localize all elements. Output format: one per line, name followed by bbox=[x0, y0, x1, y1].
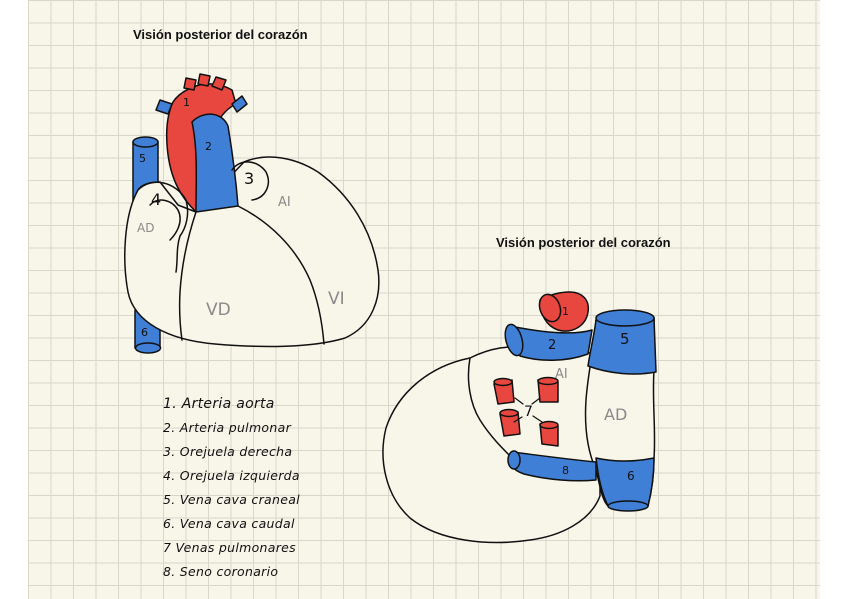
legend-item-pulmonary-veins: 7 Venas pulmonares bbox=[163, 540, 296, 555]
right-coronary-sinus-opening bbox=[507, 450, 521, 470]
left-aorta-branch-1 bbox=[155, 99, 173, 115]
right-region-ad: AD bbox=[604, 405, 627, 424]
legend-item-aorta: 1. Arteria aorta bbox=[163, 396, 275, 412]
legend-item-pulmonary-artery: 2. Arteria pulmonar bbox=[163, 420, 292, 435]
right-pulmonary-artery bbox=[509, 325, 593, 362]
left-region-ai: AI bbox=[278, 195, 291, 210]
pulmonary-vein-3-opening bbox=[499, 408, 519, 418]
left-aorta-branch-2 bbox=[183, 77, 197, 91]
left-aorta-branch-4 bbox=[211, 76, 227, 91]
left-label-3: 3 bbox=[244, 169, 254, 188]
legend-item-coronary-sinus: 8. Seno coronario bbox=[163, 564, 279, 579]
pulmonary-vein-2-opening bbox=[537, 376, 559, 386]
left-auricle-3 bbox=[231, 161, 270, 201]
left-region-vi: VI bbox=[328, 289, 345, 309]
left-caudal-vena-cava-opening bbox=[134, 342, 162, 354]
left-pulmonary-artery bbox=[191, 113, 239, 213]
left-label-2: 2 bbox=[205, 140, 212, 153]
left-septum-1 bbox=[178, 211, 197, 341]
right-label-5: 5 bbox=[620, 330, 630, 348]
right-region-labels: AI AD bbox=[555, 367, 627, 424]
right-pulmonary-artery-opening bbox=[504, 323, 524, 357]
left-auricle-4 bbox=[149, 199, 181, 241]
right-region-ai: AI bbox=[555, 367, 568, 382]
left-cranial-vena-cava-opening bbox=[132, 136, 159, 148]
left-right-atrium bbox=[137, 181, 189, 273]
legend-item-cranial-vena-cava: 5. Vena cava craneal bbox=[163, 492, 300, 507]
left-diagram-title: Visión posterior del corazón bbox=[133, 27, 308, 42]
left-region-vd: VD bbox=[206, 300, 231, 320]
left-septum-2 bbox=[237, 205, 325, 345]
left-label-1: 1 bbox=[183, 96, 190, 109]
right-label-2: 2 bbox=[548, 338, 556, 353]
pulmonary-vein-1-opening bbox=[493, 377, 513, 387]
left-aorta-branch-3 bbox=[197, 73, 211, 87]
right-caudal-vena-cava-opening bbox=[607, 500, 649, 512]
right-ventricle bbox=[382, 357, 601, 544]
pulmonary-vein-rays bbox=[513, 397, 543, 423]
left-heart-diagram bbox=[124, 73, 380, 354]
left-region-labels: AD AI VD VI bbox=[137, 195, 345, 320]
left-diagram-labels: 1 2 3 4 5 6 bbox=[139, 96, 254, 339]
right-aorta-opening bbox=[538, 293, 562, 323]
legend: 1. Arteria aorta 2. Arteria pulmonar 3. … bbox=[163, 392, 300, 584]
legend-item-right-auricle: 3. Orejuela derecha bbox=[163, 444, 293, 459]
right-label-8: 8 bbox=[562, 464, 569, 477]
right-label-6: 6 bbox=[627, 469, 635, 483]
left-label-6: 6 bbox=[141, 326, 148, 339]
right-caudal-vena-cava bbox=[595, 457, 655, 507]
right-label-1: 1 bbox=[562, 305, 569, 318]
right-cranial-vena-cava bbox=[587, 317, 657, 375]
right-label-7: 7 bbox=[524, 404, 533, 420]
legend-item-caudal-vena-cava: 6. Vena cava caudal bbox=[163, 516, 295, 531]
left-heart-body bbox=[124, 156, 380, 348]
right-diagram-title: Visión posterior del corazón bbox=[496, 235, 671, 250]
pulmonary-vein-4-opening bbox=[539, 420, 559, 430]
right-cranial-vena-cava-opening bbox=[595, 309, 655, 327]
left-label-4: 4 bbox=[151, 190, 161, 209]
legend-item-left-auricle: 4. Orejuela izquierda bbox=[163, 468, 300, 483]
left-label-5: 5 bbox=[139, 152, 146, 165]
right-diagram-labels: 1 2 5 6 7 8 bbox=[524, 305, 635, 483]
right-heart-diagram bbox=[382, 291, 657, 544]
left-region-ad: AD bbox=[137, 221, 154, 235]
left-aorta-branch-5 bbox=[231, 95, 248, 113]
